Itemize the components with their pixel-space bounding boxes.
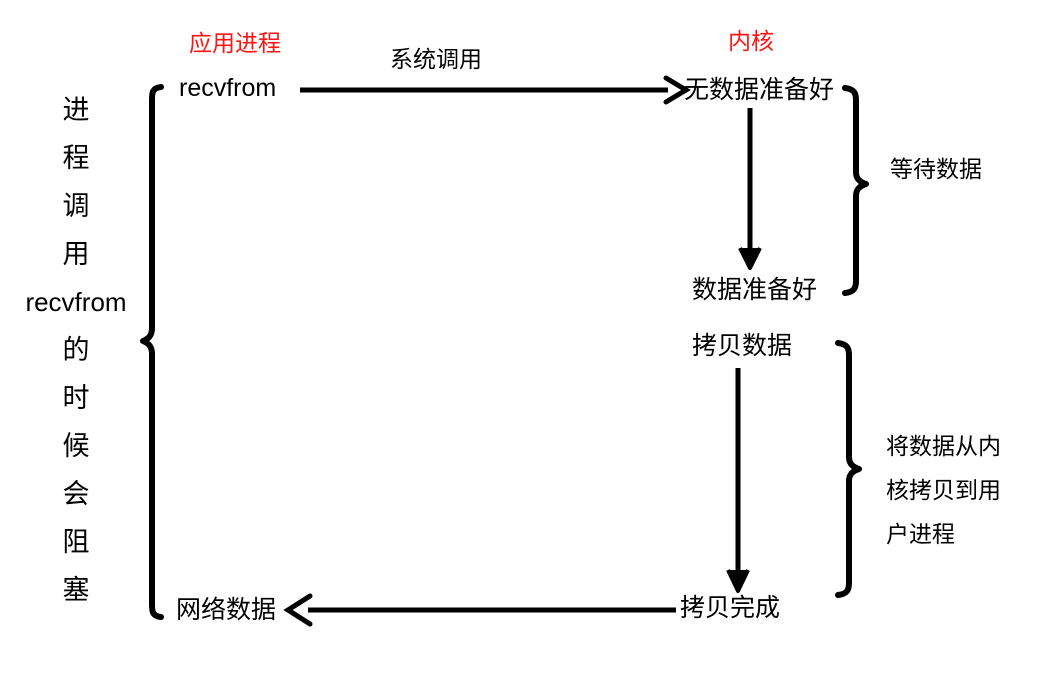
left-caption-line-9: 会 [62,479,90,509]
node-copy-done: 拷贝完成 [680,594,781,622]
left-caption-line-5: recvfrom [25,287,127,317]
left-caption-line-11: 塞 [62,575,90,605]
header-kernel: 内核 [728,28,774,54]
edge-label-system-call: 系统调用 [390,46,482,72]
left-caption-line-2: 程 [62,143,90,173]
brace-wait-data [842,85,869,296]
brace-label-wait-data: 等待数据 [890,156,982,182]
left-caption-line-3: 调 [62,191,90,221]
node-recvfrom: recvfrom [179,74,277,102]
arrow-copy-data [726,368,750,593]
node-network-data: 网络数据 [176,596,277,624]
left-caption-line-4: 用 [62,239,90,269]
arrow-wait-data [738,108,762,270]
left-caption-text: 进 程 调 用 recvfrom 的 时 候 会 阻 塞 [6,86,146,614]
node-data-ready: 数据准备好 [692,276,818,304]
arrow-copy-done-to-network [283,593,676,627]
brace-label-copy-to-user-line-1: 将数据从内 [886,433,1001,459]
arrow-system-call [300,75,691,105]
left-caption-line-10: 阻 [62,527,90,557]
brace-label-copy-to-user-line-2: 核拷贝到用 [886,477,1001,503]
node-no-data-ready: 无数据准备好 [684,76,835,104]
node-copy-data: 拷贝数据 [692,332,793,360]
brace-label-copy-to-user-line-3: 户进程 [886,521,955,547]
left-caption-line-6: 的 [62,335,90,365]
left-caption-line-7: 时 [62,383,90,413]
left-caption-line-1: 进 [62,95,90,125]
brace-label-copy-to-user: 将数据从内 核拷贝到用 户进程 [886,424,1001,556]
header-app-process: 应用进程 [189,30,281,56]
left-caption-line-8: 候 [62,431,90,461]
brace-copy-to-user [835,340,862,598]
